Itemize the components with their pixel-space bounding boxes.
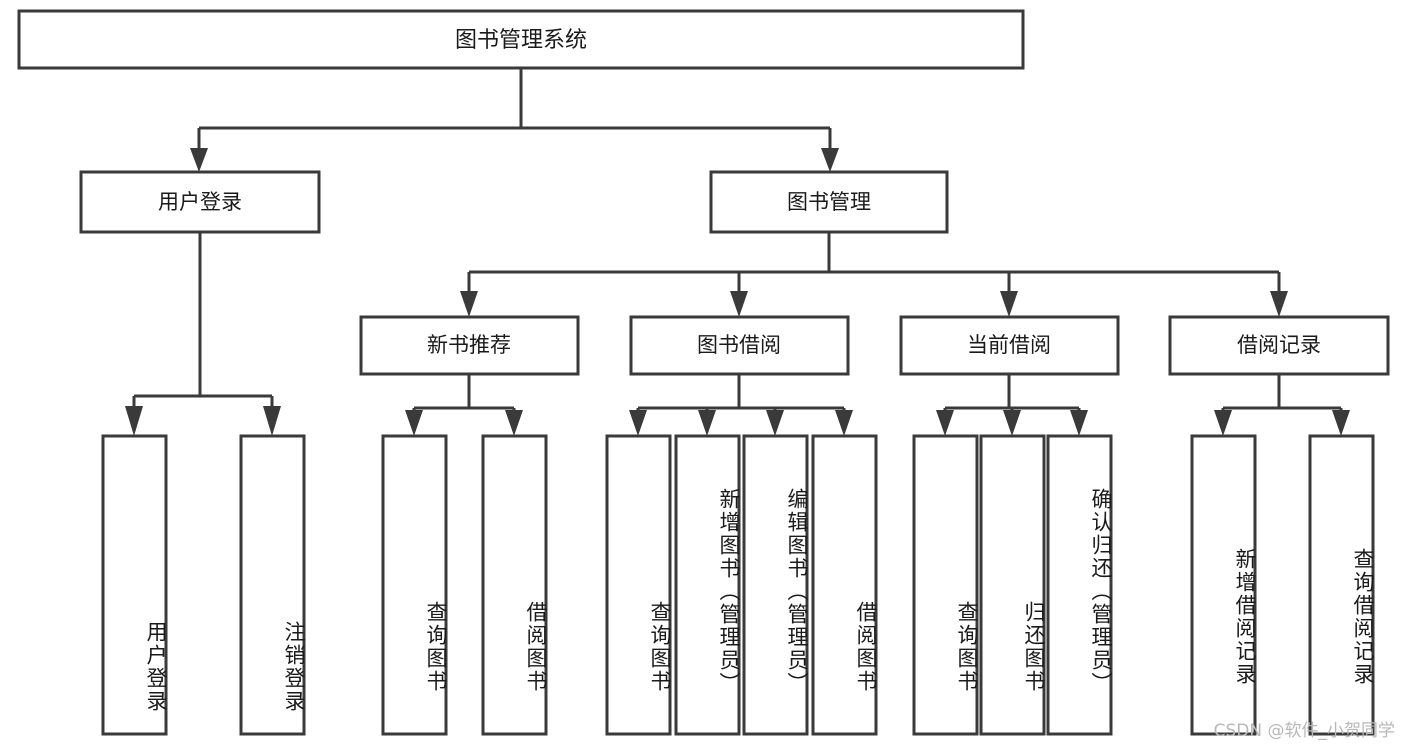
arrow-down-icon (190, 148, 208, 172)
connector-new-book-recommend-to-leaves (405, 374, 523, 436)
arrow-down-icon (821, 148, 839, 172)
arrow-down-icon (1003, 410, 1021, 436)
node-user-login[interactable]: 用户登录 (79, 170, 321, 234)
arrow-down-icon (1070, 410, 1088, 436)
connector-user-login-to-leaves (125, 232, 281, 436)
arrow-down-icon (460, 291, 478, 317)
arrow-down-icon (730, 291, 748, 317)
node-current-borrow-label: 当前借阅 (967, 333, 1051, 357)
node-borrow-record-label: 借阅记录 (1237, 333, 1321, 357)
node-user-login-label: 用户登录 (158, 190, 242, 214)
arrow-down-icon (936, 410, 954, 436)
node-root-system-label: 图书管理系统 (455, 28, 587, 53)
node-new-book-recommend-label: 新书推荐 (427, 333, 511, 357)
node-borrow-record[interactable]: 借阅记录 (1168, 315, 1390, 376)
connector-book-borrow-to-leaves (629, 374, 853, 436)
node-book-borrow[interactable]: 图书借阅 (629, 315, 850, 376)
arrow-down-icon (698, 410, 716, 436)
leaf-node[interactable] (381, 434, 448, 736)
arrow-down-icon (505, 410, 523, 436)
arrow-down-icon (629, 410, 647, 436)
node-book-management[interactable]: 图书管理 (709, 170, 949, 234)
leaf-node[interactable] (811, 434, 878, 736)
leaf-node[interactable] (674, 434, 741, 736)
connector-root-to-level2 (190, 68, 839, 172)
leaf-node[interactable] (481, 434, 548, 736)
node-current-borrow[interactable]: 当前借阅 (899, 315, 1120, 376)
arrow-down-icon (766, 410, 784, 436)
leaf-node[interactable] (101, 434, 168, 736)
leaf-node[interactable] (239, 434, 306, 736)
leaf-node[interactable] (1190, 434, 1257, 736)
arrow-down-icon (1214, 410, 1232, 436)
node-book-borrow-label: 图书借阅 (697, 333, 781, 357)
node-new-book-recommend[interactable]: 新书推荐 (359, 315, 580, 376)
leaf-node[interactable] (1046, 434, 1113, 736)
leaf-node[interactable] (912, 434, 979, 736)
arrow-down-icon (125, 406, 143, 436)
arrow-down-icon (405, 410, 423, 436)
arrow-down-icon (1270, 291, 1288, 317)
arrow-down-icon (263, 406, 281, 436)
leaf-node[interactable] (1308, 434, 1375, 736)
node-root-system[interactable]: 图书管理系统 (17, 9, 1025, 70)
node-book-management-label: 图书管理 (787, 190, 871, 214)
arrow-down-icon (1332, 410, 1350, 436)
csdn-watermark: CSDN @软件_小贺同学 (1213, 721, 1395, 741)
connector-book-management-to-level3 (460, 232, 1288, 317)
arrow-down-icon (835, 410, 853, 436)
leaf-node[interactable] (979, 434, 1046, 736)
connector-current-borrow-to-leaves (936, 374, 1088, 436)
connector-borrow-record-to-leaves (1214, 374, 1350, 436)
leaf-node[interactable] (742, 434, 809, 736)
leaf-node[interactable] (605, 434, 672, 736)
arrow-down-icon (1000, 291, 1018, 317)
